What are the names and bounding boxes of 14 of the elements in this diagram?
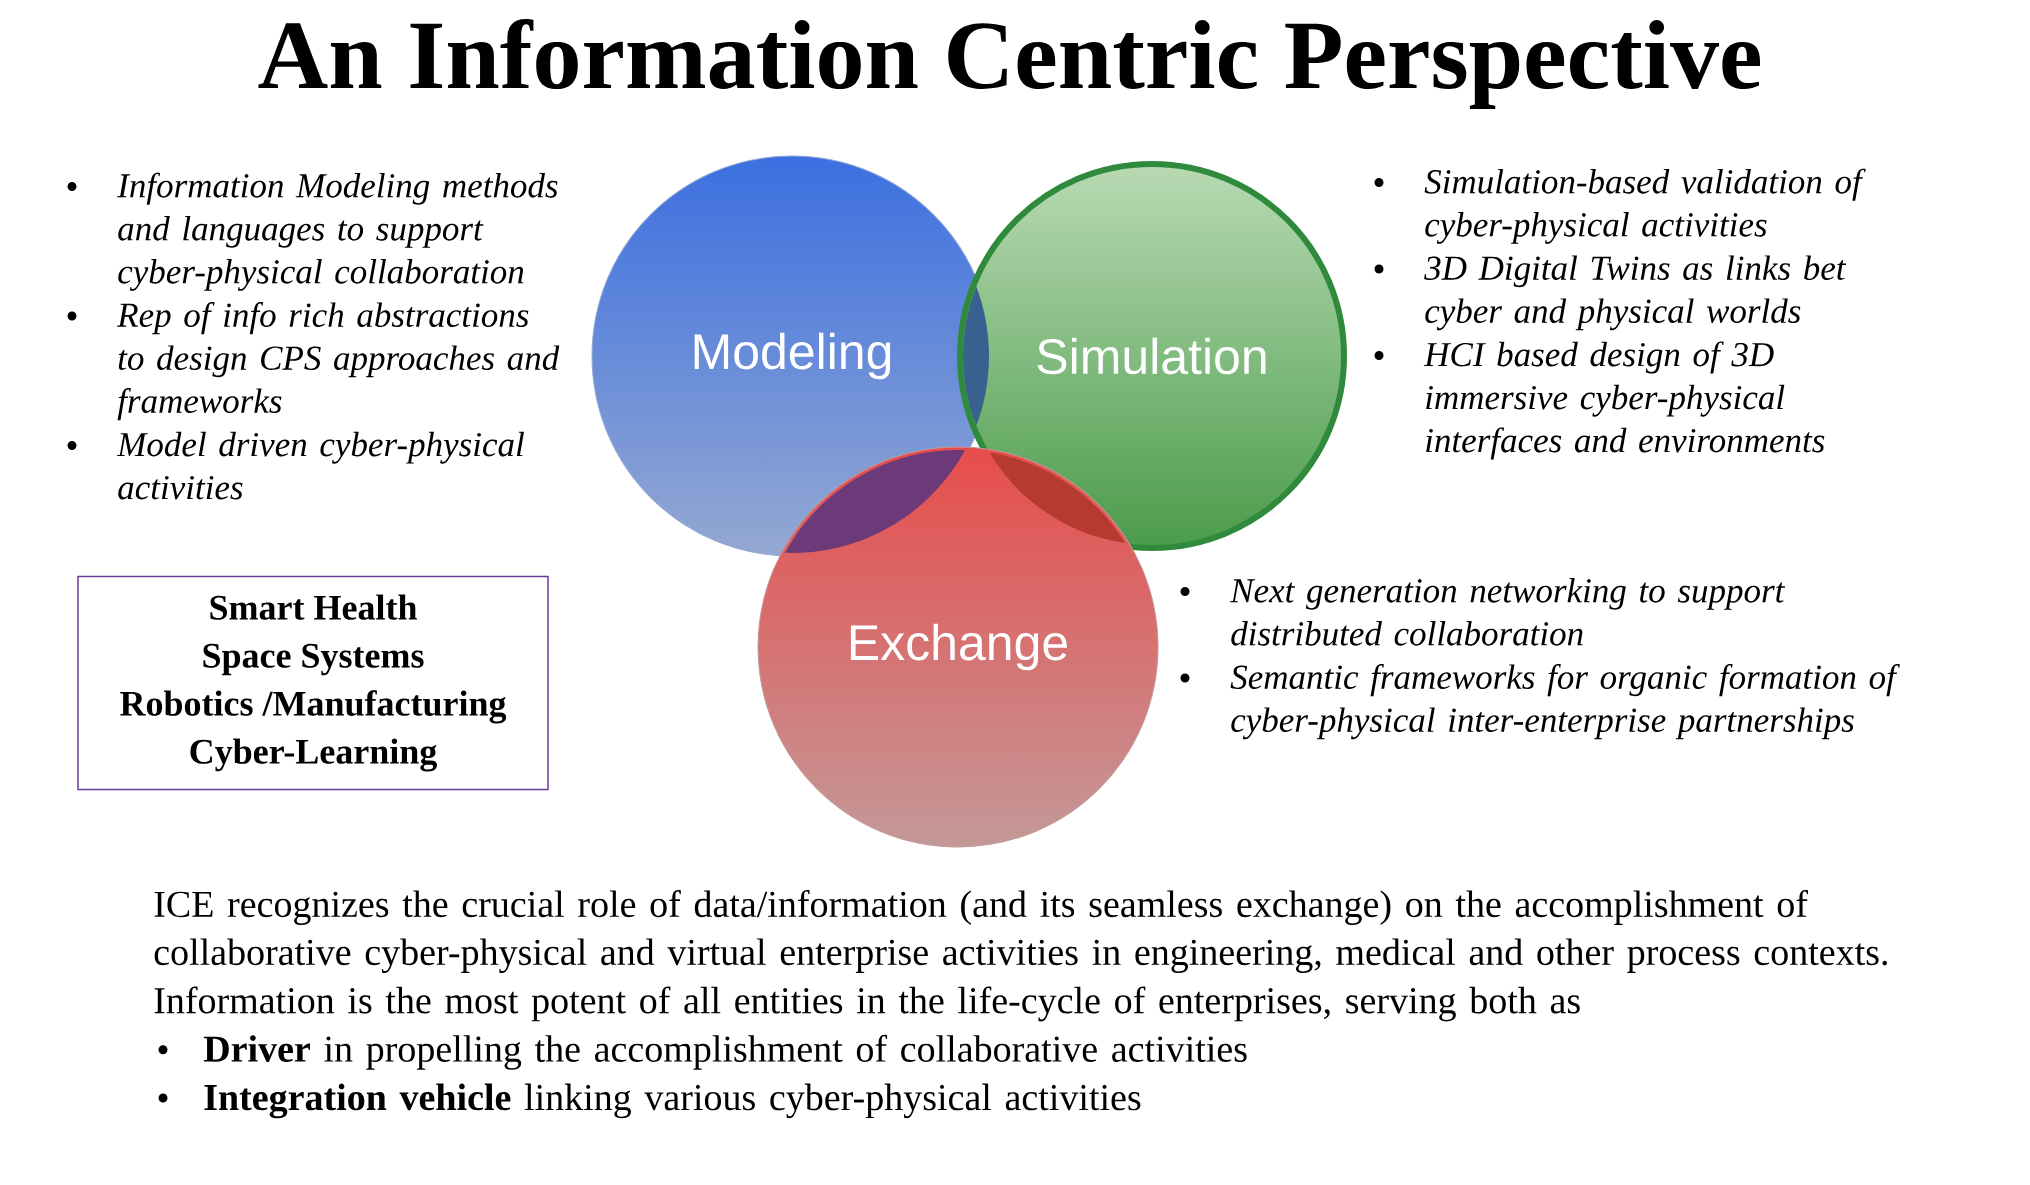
paragraph: ICE recognizes the crucial role of data/information (and its seamless exchange) on the accomplishment of collaborative cyber-physical and virtual enterprise activities in engineering, medical and other process contexts. [154,890,1887,973]
bullet-item: Rep of info rich abstractions to design CPS approaches and frameworks [67,302,560,421]
bullet-item: Next generation networking to support distributed collaboration [1180,578,1786,646]
bullet-item: Model driven cyber-physical activities [67,431,524,500]
title: An Information Centric Perspective [258,19,1760,109]
bullet-item: Driver in propelling the accomplishment of collaborative activities [158,1034,1247,1070]
paragraph: Information is the most potent of all entities in the life-cycle of enterprises, serving both as [154,986,1580,1022]
bullet-item: HCI based design of 3D immersive cyber-physical interfaces and environments [1374,341,1825,460]
bullet-item: Integration vehicle linking various cyber-physical activities [158,1083,1141,1119]
bullet-item: 3D Digital Twins as links bet cyber and physical worlds [1374,255,1847,331]
bullet-item: Information Modeling methods and languages to support cyber-physical collaboration [67,172,558,291]
text-box: Smart Health Space Systems Robotics /Manufacturing Cyber-Learning [77,575,549,791]
bullet-item: Semantic frameworks for organic formation of cyber-physical inter-enterprise partnerships [1180,664,1900,740]
bullet-item: Simulation-based validation of cyber-physical activities [1374,168,1866,244]
